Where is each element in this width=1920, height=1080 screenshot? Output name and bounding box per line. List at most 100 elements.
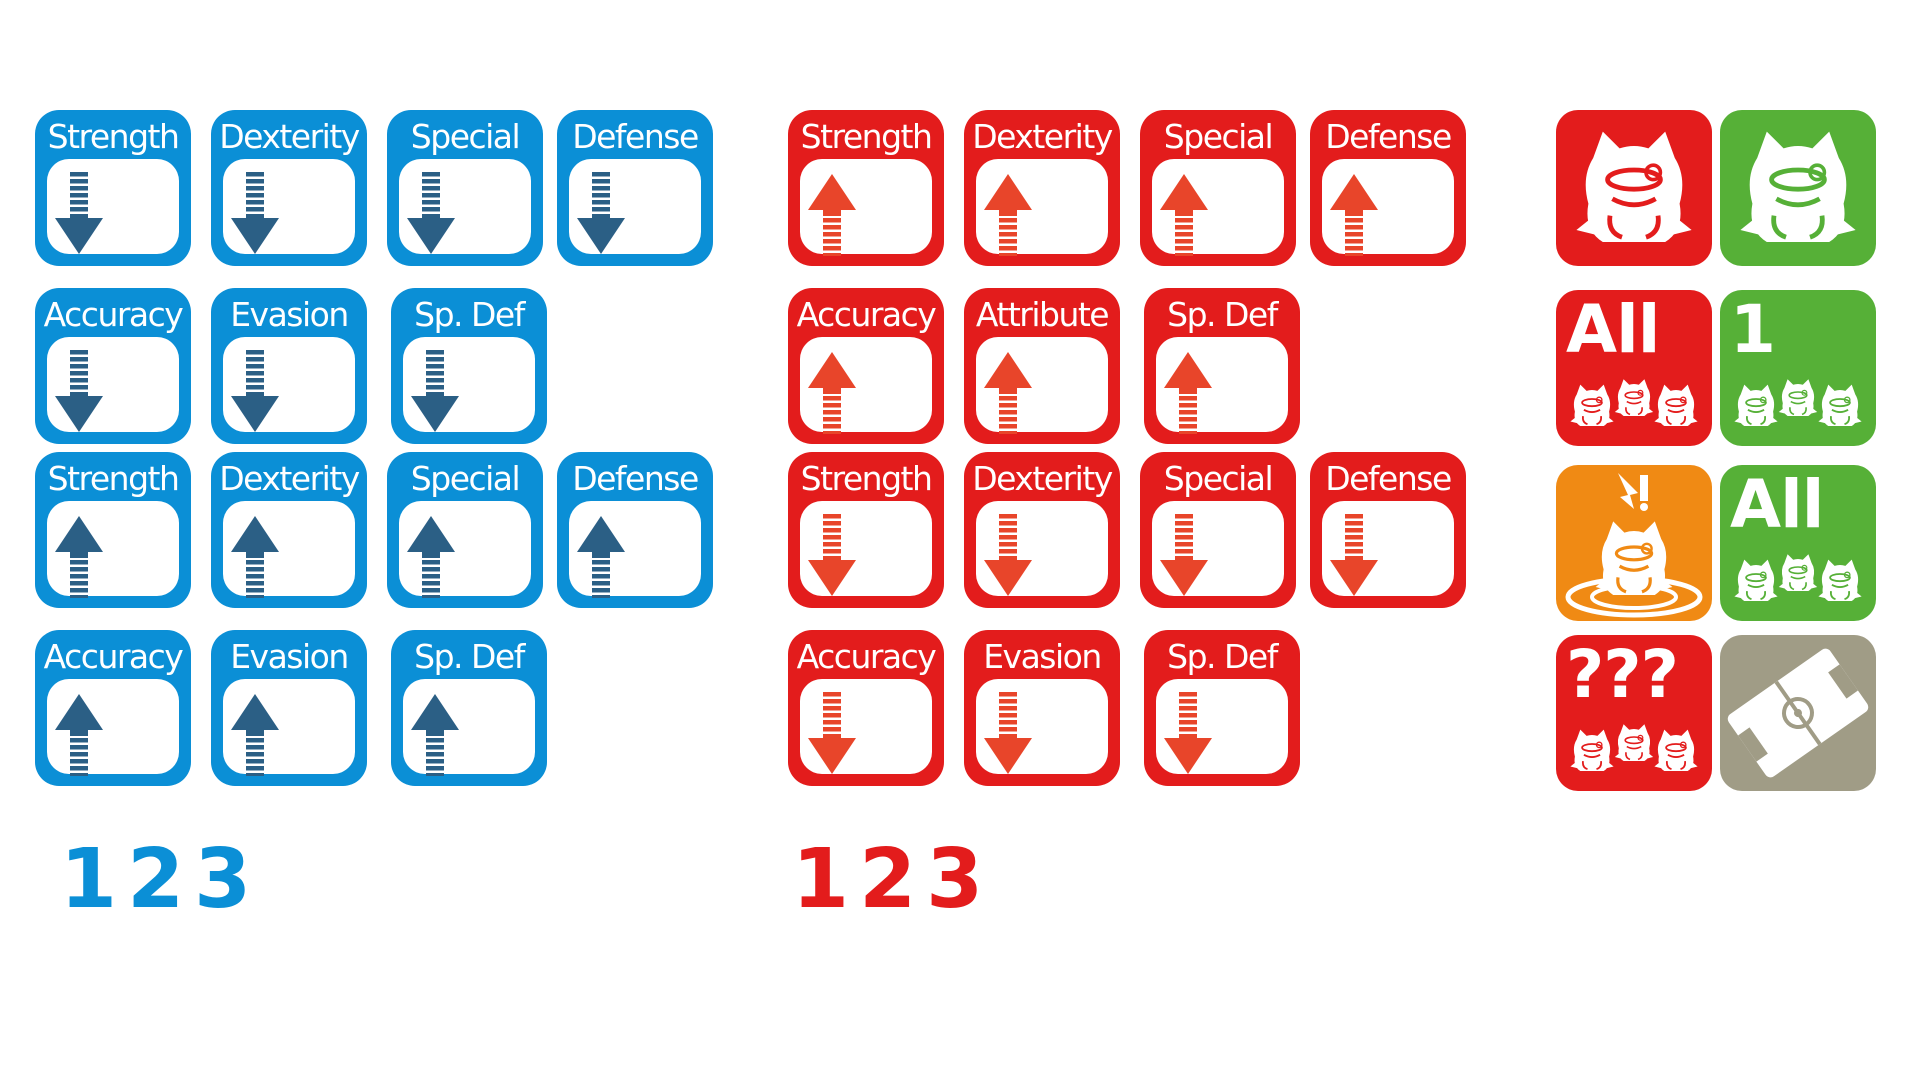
stat-up-evasion-tile: Evasion — [211, 630, 367, 786]
target-label: All — [1566, 291, 1660, 368]
stat-up-attribute-tile: Attribute — [964, 288, 1120, 444]
arrow-up-icon — [1330, 174, 1378, 256]
stat-label: Sp. Def — [414, 637, 525, 676]
stat-label: Special — [1163, 117, 1274, 156]
stat-up-strength-tile: Strength — [788, 110, 944, 266]
stat-label: Evasion — [230, 637, 349, 676]
stat-down-special-tile: Special — [387, 110, 543, 266]
arrow-up-icon — [407, 516, 455, 598]
stat-up-special-tile: Special — [1140, 110, 1296, 266]
target-label: ??? — [1566, 636, 1679, 713]
target-tile-green: All — [1720, 465, 1876, 621]
stat-down-special-tile: Special — [1140, 452, 1296, 608]
arrow-down-icon — [577, 172, 625, 254]
stat-down-evasion-tile: Evasion — [964, 630, 1120, 786]
stat-label: Defense — [1325, 117, 1452, 156]
stat-label: Strength — [47, 117, 180, 156]
stat-label: Strength — [800, 459, 933, 498]
target-tile-orange — [1556, 465, 1712, 621]
target-tile-green: 1 — [1720, 290, 1876, 446]
stat-label: Dexterity — [219, 459, 360, 498]
stat-label: Defense — [572, 117, 699, 156]
stat-label: Special — [1163, 459, 1274, 498]
arrow-up-icon — [231, 516, 279, 598]
stat-label: Strength — [47, 459, 180, 498]
arrow-up-icon — [1160, 174, 1208, 256]
arrow-up-icon — [231, 694, 279, 776]
stat-up-defense-tile: Defense — [557, 452, 713, 608]
arrow-down-icon — [984, 514, 1032, 596]
number-2: 2 — [859, 832, 923, 927]
stat-label: Evasion — [230, 295, 349, 334]
stat-up-sp-def-tile: Sp. Def — [391, 630, 547, 786]
number-3: 3 — [926, 832, 990, 927]
stat-label: Special — [410, 117, 521, 156]
arrow-up-icon — [984, 352, 1032, 434]
stat-up-strength-tile: Strength — [35, 452, 191, 608]
stat-down-sp-def-tile: Sp. Def — [391, 288, 547, 444]
arrow-down-icon — [984, 692, 1032, 774]
target-tile-red — [1556, 110, 1712, 266]
stat-label: Sp. Def — [414, 295, 525, 334]
target-label: 1 — [1730, 291, 1776, 368]
arrow-down-icon — [231, 172, 279, 254]
stat-label: Dexterity — [219, 117, 360, 156]
stat-up-special-tile: Special — [387, 452, 543, 608]
red-number-row: 123 — [792, 830, 993, 930]
stat-up-defense-tile: Defense — [1310, 110, 1466, 266]
stat-label: Sp. Def — [1167, 637, 1278, 676]
frog-group-icon — [1734, 379, 1862, 426]
single-frog-icon — [1740, 131, 1856, 242]
arrow-up-icon — [55, 694, 103, 776]
number-2: 2 — [127, 832, 191, 927]
target-tile-green — [1720, 110, 1876, 266]
stat-down-defense-tile: Defense — [1310, 452, 1466, 608]
arrow-up-icon — [1164, 352, 1212, 434]
stat-label: Special — [410, 459, 521, 498]
arrow-down-icon — [55, 350, 103, 432]
stat-down-accuracy-tile: Accuracy — [35, 288, 191, 444]
stat-down-evasion-tile: Evasion — [211, 288, 367, 444]
arrow-down-icon — [55, 172, 103, 254]
stat-down-accuracy-tile: Accuracy — [788, 630, 944, 786]
field-icon — [1727, 648, 1869, 778]
target-label: All — [1730, 466, 1824, 543]
frog-group-icon — [1570, 379, 1698, 426]
stat-up-sp-def-tile: Sp. Def — [1144, 288, 1300, 444]
stat-up-dexterity-tile: Dexterity — [211, 452, 367, 608]
stat-label: Accuracy — [796, 637, 937, 676]
stat-label: Dexterity — [972, 459, 1113, 498]
stat-label: Defense — [572, 459, 699, 498]
number-3: 3 — [194, 832, 258, 927]
arrow-up-icon — [55, 516, 103, 598]
frog-group-icon — [1734, 554, 1862, 601]
stat-label: Accuracy — [43, 637, 184, 676]
stat-label: Evasion — [983, 637, 1102, 676]
stat-up-accuracy-tile: Accuracy — [35, 630, 191, 786]
target-tile-red: All — [1556, 290, 1712, 446]
target-tile-gray — [1720, 635, 1876, 791]
arrow-up-icon — [808, 174, 856, 256]
frog-group-icon — [1570, 724, 1698, 771]
stat-down-dexterity-tile: Dexterity — [211, 110, 367, 266]
number-1: 1 — [60, 832, 124, 927]
arrow-up-icon — [984, 174, 1032, 256]
stat-label: Strength — [800, 117, 933, 156]
stat-down-strength-tile: Strength — [788, 452, 944, 608]
stat-down-strength-tile: Strength — [35, 110, 191, 266]
arrow-down-icon — [411, 350, 459, 432]
arrow-up-icon — [577, 516, 625, 598]
stat-label: Accuracy — [796, 295, 937, 334]
stat-label: Accuracy — [43, 295, 184, 334]
arrow-down-icon — [808, 692, 856, 774]
stat-up-accuracy-tile: Accuracy — [788, 288, 944, 444]
stunned-frog-icon — [1565, 473, 1703, 618]
arrow-down-icon — [1164, 692, 1212, 774]
target-tile-red: ??? — [1556, 635, 1712, 791]
stat-label: Sp. Def — [1167, 295, 1278, 334]
arrow-down-icon — [231, 350, 279, 432]
arrow-down-icon — [407, 172, 455, 254]
stat-down-dexterity-tile: Dexterity — [964, 452, 1120, 608]
